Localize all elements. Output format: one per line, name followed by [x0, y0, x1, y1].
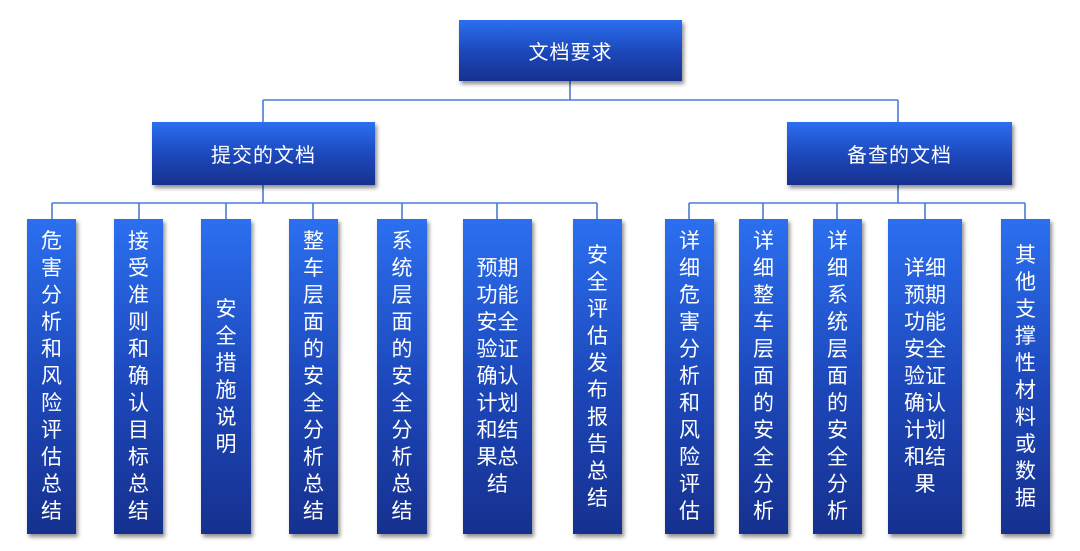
- leaf-node-label: 详 细 系 统 层 面 的 安 全 分 析: [827, 229, 848, 523]
- leaf-node-label: 安 全 评 估 发 布 报 告 总 结: [587, 242, 608, 510]
- leaf-node-label: 预期 功能 安全 验证 确认 计划 和结 果总 结: [476, 256, 519, 496]
- leaf-node-label: 危 害 分 析 和 风 险 评 估 总 结: [41, 229, 62, 523]
- leaf-node-label: 详 细 危 害 分 析 和 风 险 评 估: [679, 229, 700, 523]
- leaf-node: 安 全 评 估 发 布 报 告 总 结: [573, 219, 622, 534]
- root-node: 文档要求: [459, 20, 682, 81]
- group-node-submitted: 提交的文档: [152, 122, 375, 185]
- leaf-node-label: 其 他 支 撑 性 材 料 或 数 据: [1015, 242, 1036, 510]
- leaf-node: 危 害 分 析 和 风 险 评 估 总 结: [27, 219, 76, 534]
- leaf-node: 详 细 整 车 层 面 的 安 全 分 析: [739, 219, 788, 534]
- leaf-node-label: 详 细 整 车 层 面 的 安 全 分 析: [753, 229, 774, 523]
- leaf-node-label: 系 统 层 面 的 安 全 分 析 总 结: [391, 229, 413, 523]
- leaf-node: 预期 功能 安全 验证 确认 计划 和结 果总 结: [463, 219, 532, 534]
- leaf-node: 系 统 层 面 的 安 全 分 析 总 结: [377, 219, 427, 534]
- leaf-node-label: 安 全 措 施 说 明: [215, 296, 237, 456]
- leaf-node: 详 细 危 害 分 析 和 风 险 评 估: [665, 219, 714, 534]
- leaf-node-label: 详细 预期 功能 安全 验证 确认 计划 和结 果: [904, 256, 946, 496]
- group-node-label: 提交的文档: [211, 143, 316, 167]
- leaf-node: 其 他 支 撑 性 材 料 或 数 据: [1001, 219, 1050, 534]
- group-node-label: 备查的文档: [847, 143, 952, 167]
- leaf-node: 整 车 层 面 的 安 全 分 析 总 结: [289, 219, 338, 534]
- leaf-node-label: 整 车 层 面 的 安 全 分 析 总 结: [303, 229, 324, 523]
- leaf-node: 详 细 系 统 层 面 的 安 全 分 析: [813, 219, 862, 534]
- leaf-node: 接 受 准 则 和 确 认 目 标 总 结: [114, 219, 163, 534]
- leaf-node: 详细 预期 功能 安全 验证 确认 计划 和结 果: [888, 219, 962, 534]
- leaf-node-label: 接 受 准 则 和 确 认 目 标 总 结: [128, 229, 149, 523]
- leaf-node: 安 全 措 施 说 明: [201, 219, 251, 534]
- root-node-label: 文档要求: [528, 40, 613, 64]
- group-node-for-reference: 备查的文档: [787, 122, 1012, 185]
